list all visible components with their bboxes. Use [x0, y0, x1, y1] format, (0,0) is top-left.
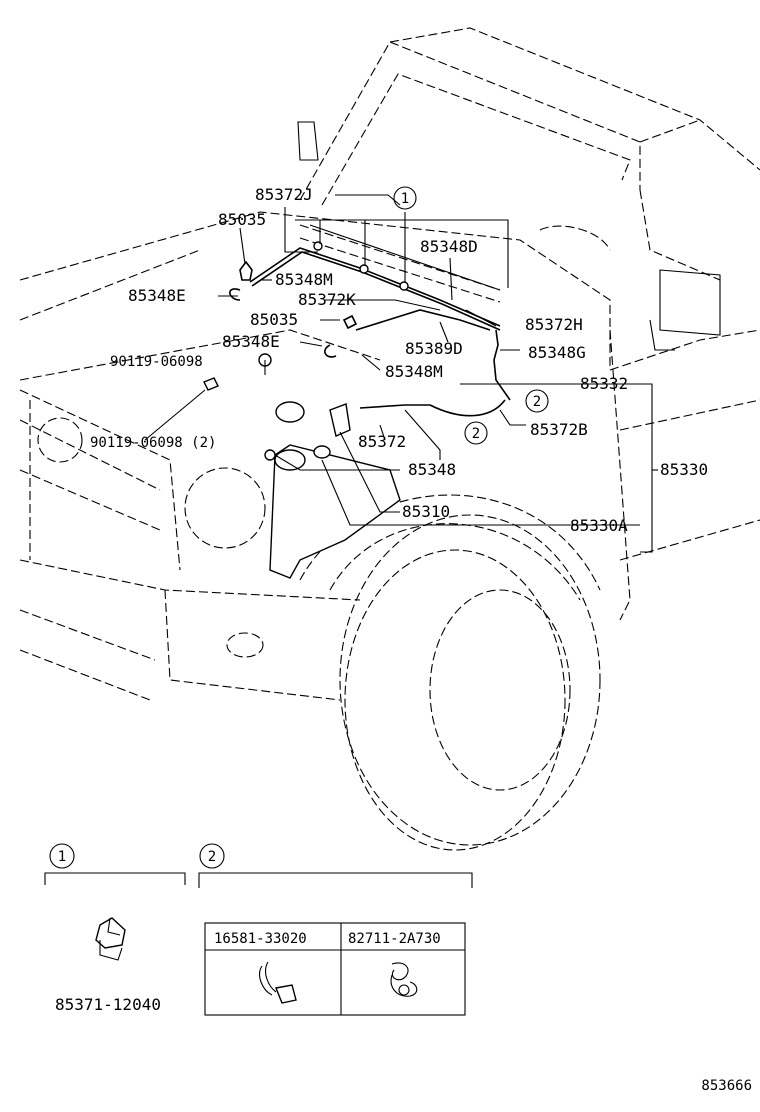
- inset-2-table: [204, 922, 466, 1016]
- diagram-id: 853666: [701, 1078, 752, 1094]
- callout-85372J: 85372J: [255, 185, 313, 204]
- inset-1-part-number: 85371-12040: [55, 995, 161, 1014]
- clamp-part-icon: [259, 961, 297, 1004]
- vehicle-outline: [19, 27, 760, 851]
- ref-marker-text: 2: [533, 394, 541, 410]
- callout-85035: 85035: [218, 210, 266, 229]
- inset-1: 1 85371-12040: [44, 843, 186, 1014]
- ref-marker-1-main: 1: [393, 186, 417, 210]
- inset-2-col-2: 82711-2A730: [348, 931, 441, 947]
- callout-85348G: 85348G: [528, 343, 586, 362]
- callout-85330A: 85330A: [570, 516, 628, 535]
- callout-85035-b: 85035: [250, 310, 298, 329]
- hose-clip-icon: [390, 962, 418, 997]
- ref-marker-text: 1: [401, 191, 409, 207]
- ref-marker-2-a: 2: [525, 389, 549, 413]
- callout-85348E: 85348E: [128, 286, 186, 305]
- callout-85372: 85372: [358, 432, 406, 451]
- callout-85348: 85348: [408, 460, 456, 479]
- leader-lines: [144, 194, 658, 553]
- callout-85348D: 85348D: [420, 237, 478, 256]
- inset-1-marker: 1: [58, 849, 66, 865]
- callout-85389D: 85389D: [405, 339, 463, 358]
- callout-85372H: 85372H: [525, 315, 583, 334]
- washer-hoses: [203, 241, 511, 579]
- callout-85310: 85310: [402, 502, 450, 521]
- callout-85348E-b: 85348E: [222, 332, 280, 351]
- callout-85372B: 85372B: [530, 420, 588, 439]
- inset-2-col-1: 16581-33020: [214, 931, 307, 947]
- callout-85372K: 85372K: [298, 290, 356, 309]
- ref-marker-text: 2: [472, 426, 480, 442]
- part-callouts: 85372J 85035 85348M 85348E 85348D 85372K…: [90, 185, 708, 535]
- ref-marker-2-b: 2: [464, 421, 488, 445]
- callout-85332: 85332: [580, 374, 628, 393]
- callout-85348M: 85348M: [275, 270, 333, 289]
- inset-2-marker: 2: [208, 849, 216, 865]
- inset-2: 2 16581-33020 82711-2A730: [198, 843, 473, 1016]
- callout-90119-06098-2: 90119-06098 (2): [90, 435, 216, 451]
- callout-90119-06098: 90119-06098: [110, 354, 203, 370]
- clip-part-icon: [95, 917, 126, 961]
- callout-85330: 85330: [660, 460, 708, 479]
- callout-85348M-b: 85348M: [385, 362, 443, 381]
